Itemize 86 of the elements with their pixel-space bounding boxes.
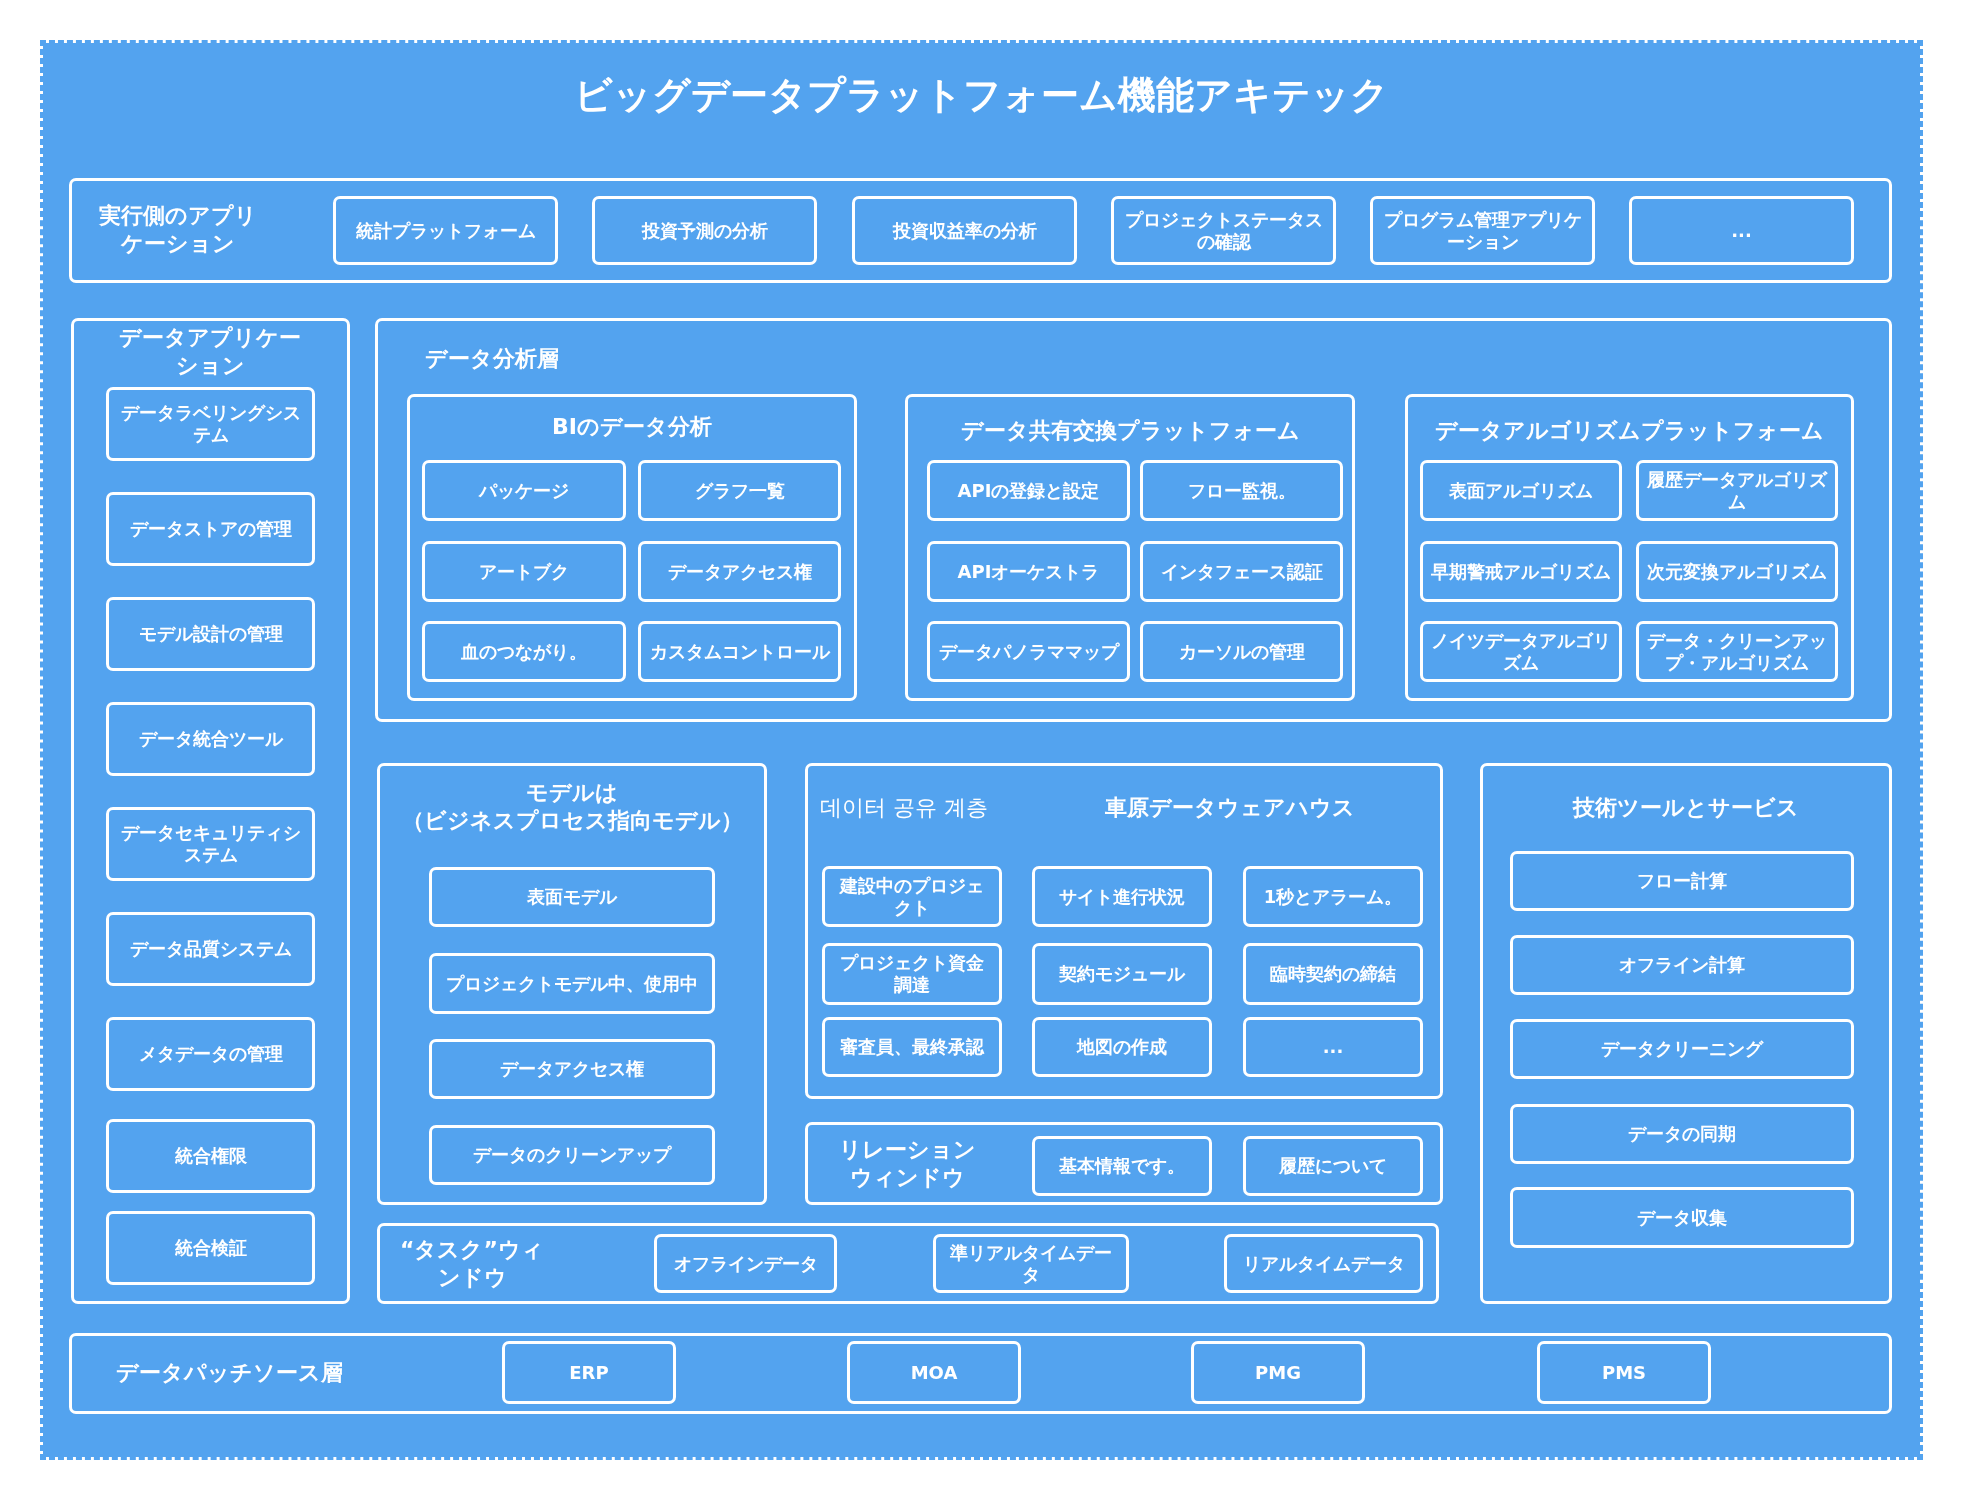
function-box: 基本情報です。: [1032, 1136, 1212, 1196]
panel-heading: BIのデータ分析: [552, 413, 712, 441]
layer-panel: [805, 763, 1443, 1099]
function-box: グラフ一覧: [638, 460, 841, 521]
function-box: 1秒とアラーム。: [1243, 866, 1423, 927]
function-box: 投資収益率の分析: [852, 196, 1077, 265]
group-panel: [1405, 394, 1854, 701]
function-box: 建設中のプロジェクト: [822, 866, 1002, 927]
function-box: データアクセス権: [638, 541, 841, 602]
panel-heading: データアプリケーション: [118, 324, 302, 379]
function-box: 統合権限: [106, 1119, 315, 1193]
function-box: データセキュリティシステム: [106, 807, 315, 881]
function-box: モデル設計の管理: [106, 597, 315, 671]
function-box: 準リアルタイムデータ: [933, 1234, 1129, 1293]
function-box: オフライン計算: [1510, 935, 1854, 995]
function-box: データ品質システム: [106, 912, 315, 986]
function-box: メタデータの管理: [106, 1017, 315, 1091]
function-box: データのクリーンアップ: [429, 1125, 715, 1185]
function-box: カーソルの管理: [1140, 621, 1343, 682]
function-box: 統合検証: [106, 1211, 315, 1285]
function-box: フロー計算: [1510, 851, 1854, 911]
function-box: 契約モジュール: [1032, 943, 1212, 1005]
function-box: MOA: [847, 1341, 1021, 1404]
function-box: フロー監視。: [1140, 460, 1343, 521]
layer-panel: [71, 318, 350, 1304]
panel-heading: データ共有交換プラットフォーム: [960, 417, 1300, 445]
function-box: 投資予測の分析: [592, 196, 817, 265]
panel-heading: リレーションウィンドウ: [837, 1136, 977, 1191]
function-box: カスタムコントロール: [638, 621, 841, 682]
function-box: プロジェクト資金調達: [822, 943, 1002, 1005]
function-box: リアルタイムデータ: [1224, 1234, 1423, 1293]
function-box: 履歴について: [1243, 1136, 1423, 1196]
function-box: データパノラママップ: [927, 621, 1130, 682]
function-box: データ統合ツール: [106, 702, 315, 776]
layer-panel: [805, 1122, 1443, 1205]
panel-heading: 데이터 공유 계층: [820, 794, 988, 822]
function-box: 表面アルゴリズム: [1420, 460, 1622, 521]
function-box: 早期警戒アルゴリズム: [1420, 541, 1622, 602]
function-box: ERP: [502, 1341, 676, 1404]
layer-panel: [377, 1223, 1439, 1304]
function-box: データの同期: [1510, 1104, 1854, 1164]
panel-heading: 実行側のアプリケーション: [98, 202, 258, 257]
function-box: データ・クリーンアップ・アルゴリズム: [1636, 621, 1838, 682]
function-box: ノイツデータアルゴリズム: [1420, 621, 1622, 682]
function-box: APIオーケストラ: [927, 541, 1130, 602]
group-panel: [407, 394, 857, 701]
layer-panel: [69, 178, 1892, 283]
diagram-title: ビッグデータプラットフォーム機能アキテック: [574, 73, 1389, 119]
function-box: APIの登録と設定: [927, 460, 1130, 521]
function-box: プロジェクトステータスの確認: [1111, 196, 1336, 265]
function-box: データ収集: [1510, 1187, 1854, 1248]
function-box: 臨時契約の締結: [1243, 943, 1423, 1005]
function-box: データアクセス権: [429, 1039, 715, 1099]
group-panel: [905, 394, 1355, 701]
layer-panel: [377, 763, 767, 1205]
function-box: 統計プラットフォーム: [333, 196, 558, 265]
function-box: データラベリングシステム: [106, 387, 315, 461]
function-box: PMG: [1191, 1341, 1365, 1404]
function-box: 次元変換アルゴリズム: [1636, 541, 1838, 602]
layer-panel: [1480, 763, 1892, 1304]
panel-heading: データ分析層: [425, 345, 559, 373]
function-box: サイト進行状況: [1032, 866, 1212, 927]
function-box: オフラインデータ: [654, 1234, 837, 1293]
function-box: インタフェース認証: [1140, 541, 1343, 602]
function-box: 表面モデル: [429, 867, 715, 927]
function-box: 地図の作成: [1032, 1017, 1212, 1077]
panel-heading: モデルは（ビジネスプロセス指向モデル）: [400, 779, 744, 834]
function-box: 血のつながり。: [422, 621, 626, 682]
panel-heading: データパッチソース層: [116, 1359, 343, 1387]
layer-panel: [375, 318, 1892, 722]
function-box: PMS: [1537, 1341, 1711, 1404]
panel-heading: “タスク”ウィンドウ: [399, 1236, 545, 1291]
function-box: プロジェクトモデル中、使用中: [429, 953, 715, 1014]
function-box: ...: [1629, 196, 1854, 265]
panel-heading: データアルゴリズムプラットフォーム: [1435, 417, 1824, 445]
function-box: データストアの管理: [106, 492, 315, 566]
layer-panel: [69, 1333, 1892, 1414]
function-box: アートブク: [422, 541, 626, 602]
panel-heading: 技術ツールとサービス: [1573, 794, 1799, 822]
function-box: プログラム管理アプリケーション: [1370, 196, 1595, 265]
function-box: ...: [1243, 1017, 1423, 1077]
function-box: パッケージ: [422, 460, 626, 521]
function-box: 審査員、最終承認: [822, 1017, 1002, 1077]
panel-heading: 車原データウェアハウス: [1105, 794, 1355, 822]
function-box: データクリーニング: [1510, 1019, 1854, 1079]
function-box: 履歴データアルゴリズム: [1636, 460, 1838, 521]
